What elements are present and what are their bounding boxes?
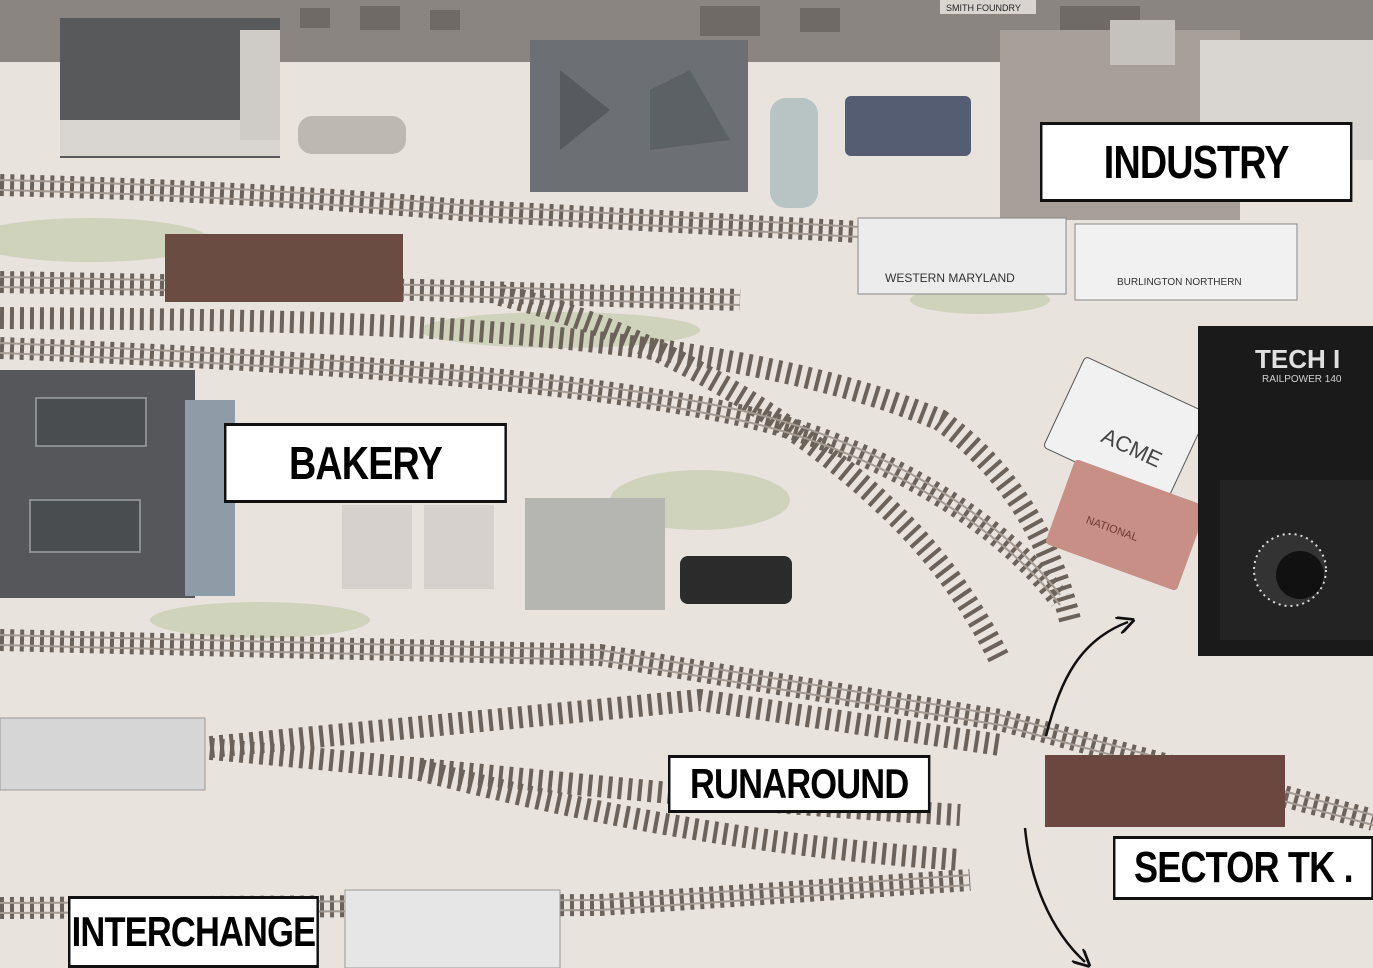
foundry-sign xyxy=(940,0,1036,14)
power-pack xyxy=(1198,326,1373,656)
burlington-lettering: BURLINGTON NORTHERN xyxy=(1117,277,1242,288)
arrow-down-icon xyxy=(1023,827,1085,962)
sector-track-label: SECTOR TK . xyxy=(1113,836,1373,900)
industry-label: INDUSTRY xyxy=(1040,122,1353,202)
arrow-up-icon xyxy=(1044,622,1128,737)
interchange-label: INTERCHANGE xyxy=(68,896,319,968)
bakery-label: BAKERY xyxy=(224,423,507,503)
vehicles xyxy=(298,96,971,604)
top-left-building xyxy=(60,18,280,158)
trailers xyxy=(1043,357,1207,591)
runaround-label: RUNAROUND xyxy=(668,755,931,813)
shed xyxy=(525,498,665,610)
depot-building xyxy=(530,40,748,192)
power-pack-brand: TECH I xyxy=(1255,344,1340,374)
power-pack-model: RAILPOWER 140 xyxy=(1262,374,1342,385)
freight-cars xyxy=(0,217,1298,968)
foundry-sign-text: SMITH FOUNDRY xyxy=(946,3,1021,13)
western-maryland-lettering: WESTERN MARYLAND xyxy=(885,271,1015,285)
bakery-building xyxy=(0,370,235,598)
